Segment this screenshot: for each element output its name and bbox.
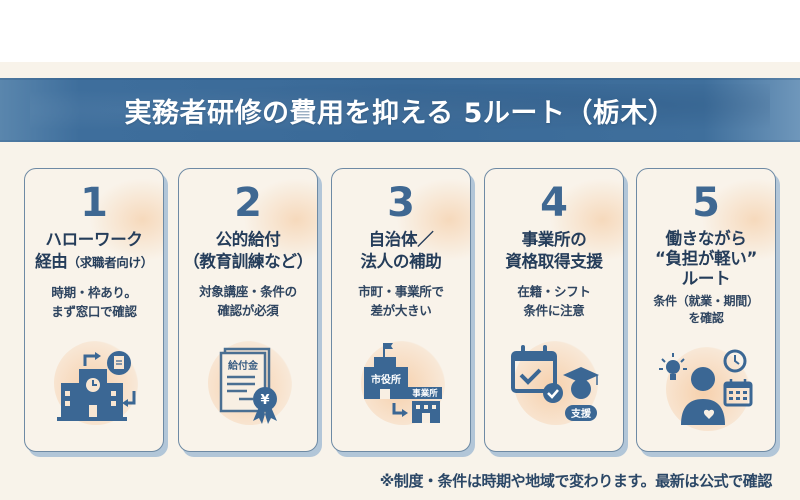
route-description: 条件（就業・期間） を確認 (653, 294, 759, 325)
svg-text:支援: 支援 (570, 407, 592, 420)
route-description: 在籍・シフト 条件に注意 (517, 284, 591, 318)
title-banner: 実務者研修の費用を抑える 5ルート（栃木） (0, 78, 800, 142)
calendar-check-graduate-icon: 支援 (499, 333, 609, 433)
route-number: 2 (234, 180, 262, 226)
route-card-4: 4 事業所の 資格取得支援 在籍・シフト 条件に注意 (484, 168, 624, 452)
route-description: 対象講座・条件の 確認が必須 (199, 284, 297, 318)
svg-text:¥: ¥ (260, 393, 269, 408)
route-title: 事業所の 資格取得支援 (505, 230, 603, 271)
page-title: 実務者研修の費用を抑える 5ルート（栃木） (124, 97, 676, 129)
office-building-document-icon (39, 333, 149, 433)
svg-text:市役所: 市役所 (371, 373, 401, 386)
route-description: 時期・枠あり。 まず窓口で確認 (51, 285, 137, 319)
route-card-5: 5 働きながら “負担が軽い” ルート 条件（就業・期間） を確認 (636, 168, 776, 452)
svg-text:事業所: 事業所 (412, 388, 438, 399)
route-number: 3 (387, 180, 415, 226)
route-number: 4 (540, 180, 568, 226)
route-card-3: 3 自治体／ 法人の補助 市町・事業所で 差が大きい 市役所 (331, 168, 471, 452)
route-title: 公的給付 （教育訓練など） (183, 230, 313, 271)
route-cards: 1 ハローワーク 経由（求職者向け） 時期・枠あり。 まず窓口で確認 (0, 168, 800, 458)
route-title: 自治体／ 法人の補助 (360, 230, 442, 271)
route-description: 市町・事業所で 差が大きい (358, 284, 444, 318)
route-card-1: 1 ハローワーク 経由（求職者向け） 時期・枠あり。 まず窓口で確認 (24, 168, 164, 452)
worker-lightbulb-clock-calendar-icon (651, 339, 761, 439)
benefit-certificate-yen-icon: 給付金 ¥ (193, 333, 303, 433)
route-title: 働きながら “負担が軽い” ルート (654, 229, 758, 288)
route-title: ハローワーク 経由（求職者向け） (35, 230, 153, 271)
route-card-2: 2 公的給付 （教育訓練など） 対象講座・条件の 確認が必須 給付金 ¥ (178, 168, 318, 452)
infographic-canvas: 実務者研修の費用を抑える 5ルート（栃木） 1 ハローワーク 経由（求職者向け）… (0, 62, 800, 500)
route-number: 1 (80, 180, 108, 226)
route-number: 5 (692, 180, 720, 226)
disclaimer-note: ※制度・条件は時期や地域で変わります。最新は公式で確認 (379, 472, 773, 490)
svg-text:給付金: 給付金 (228, 359, 259, 372)
city-hall-to-office-icon: 市役所 事業所 (346, 333, 456, 433)
